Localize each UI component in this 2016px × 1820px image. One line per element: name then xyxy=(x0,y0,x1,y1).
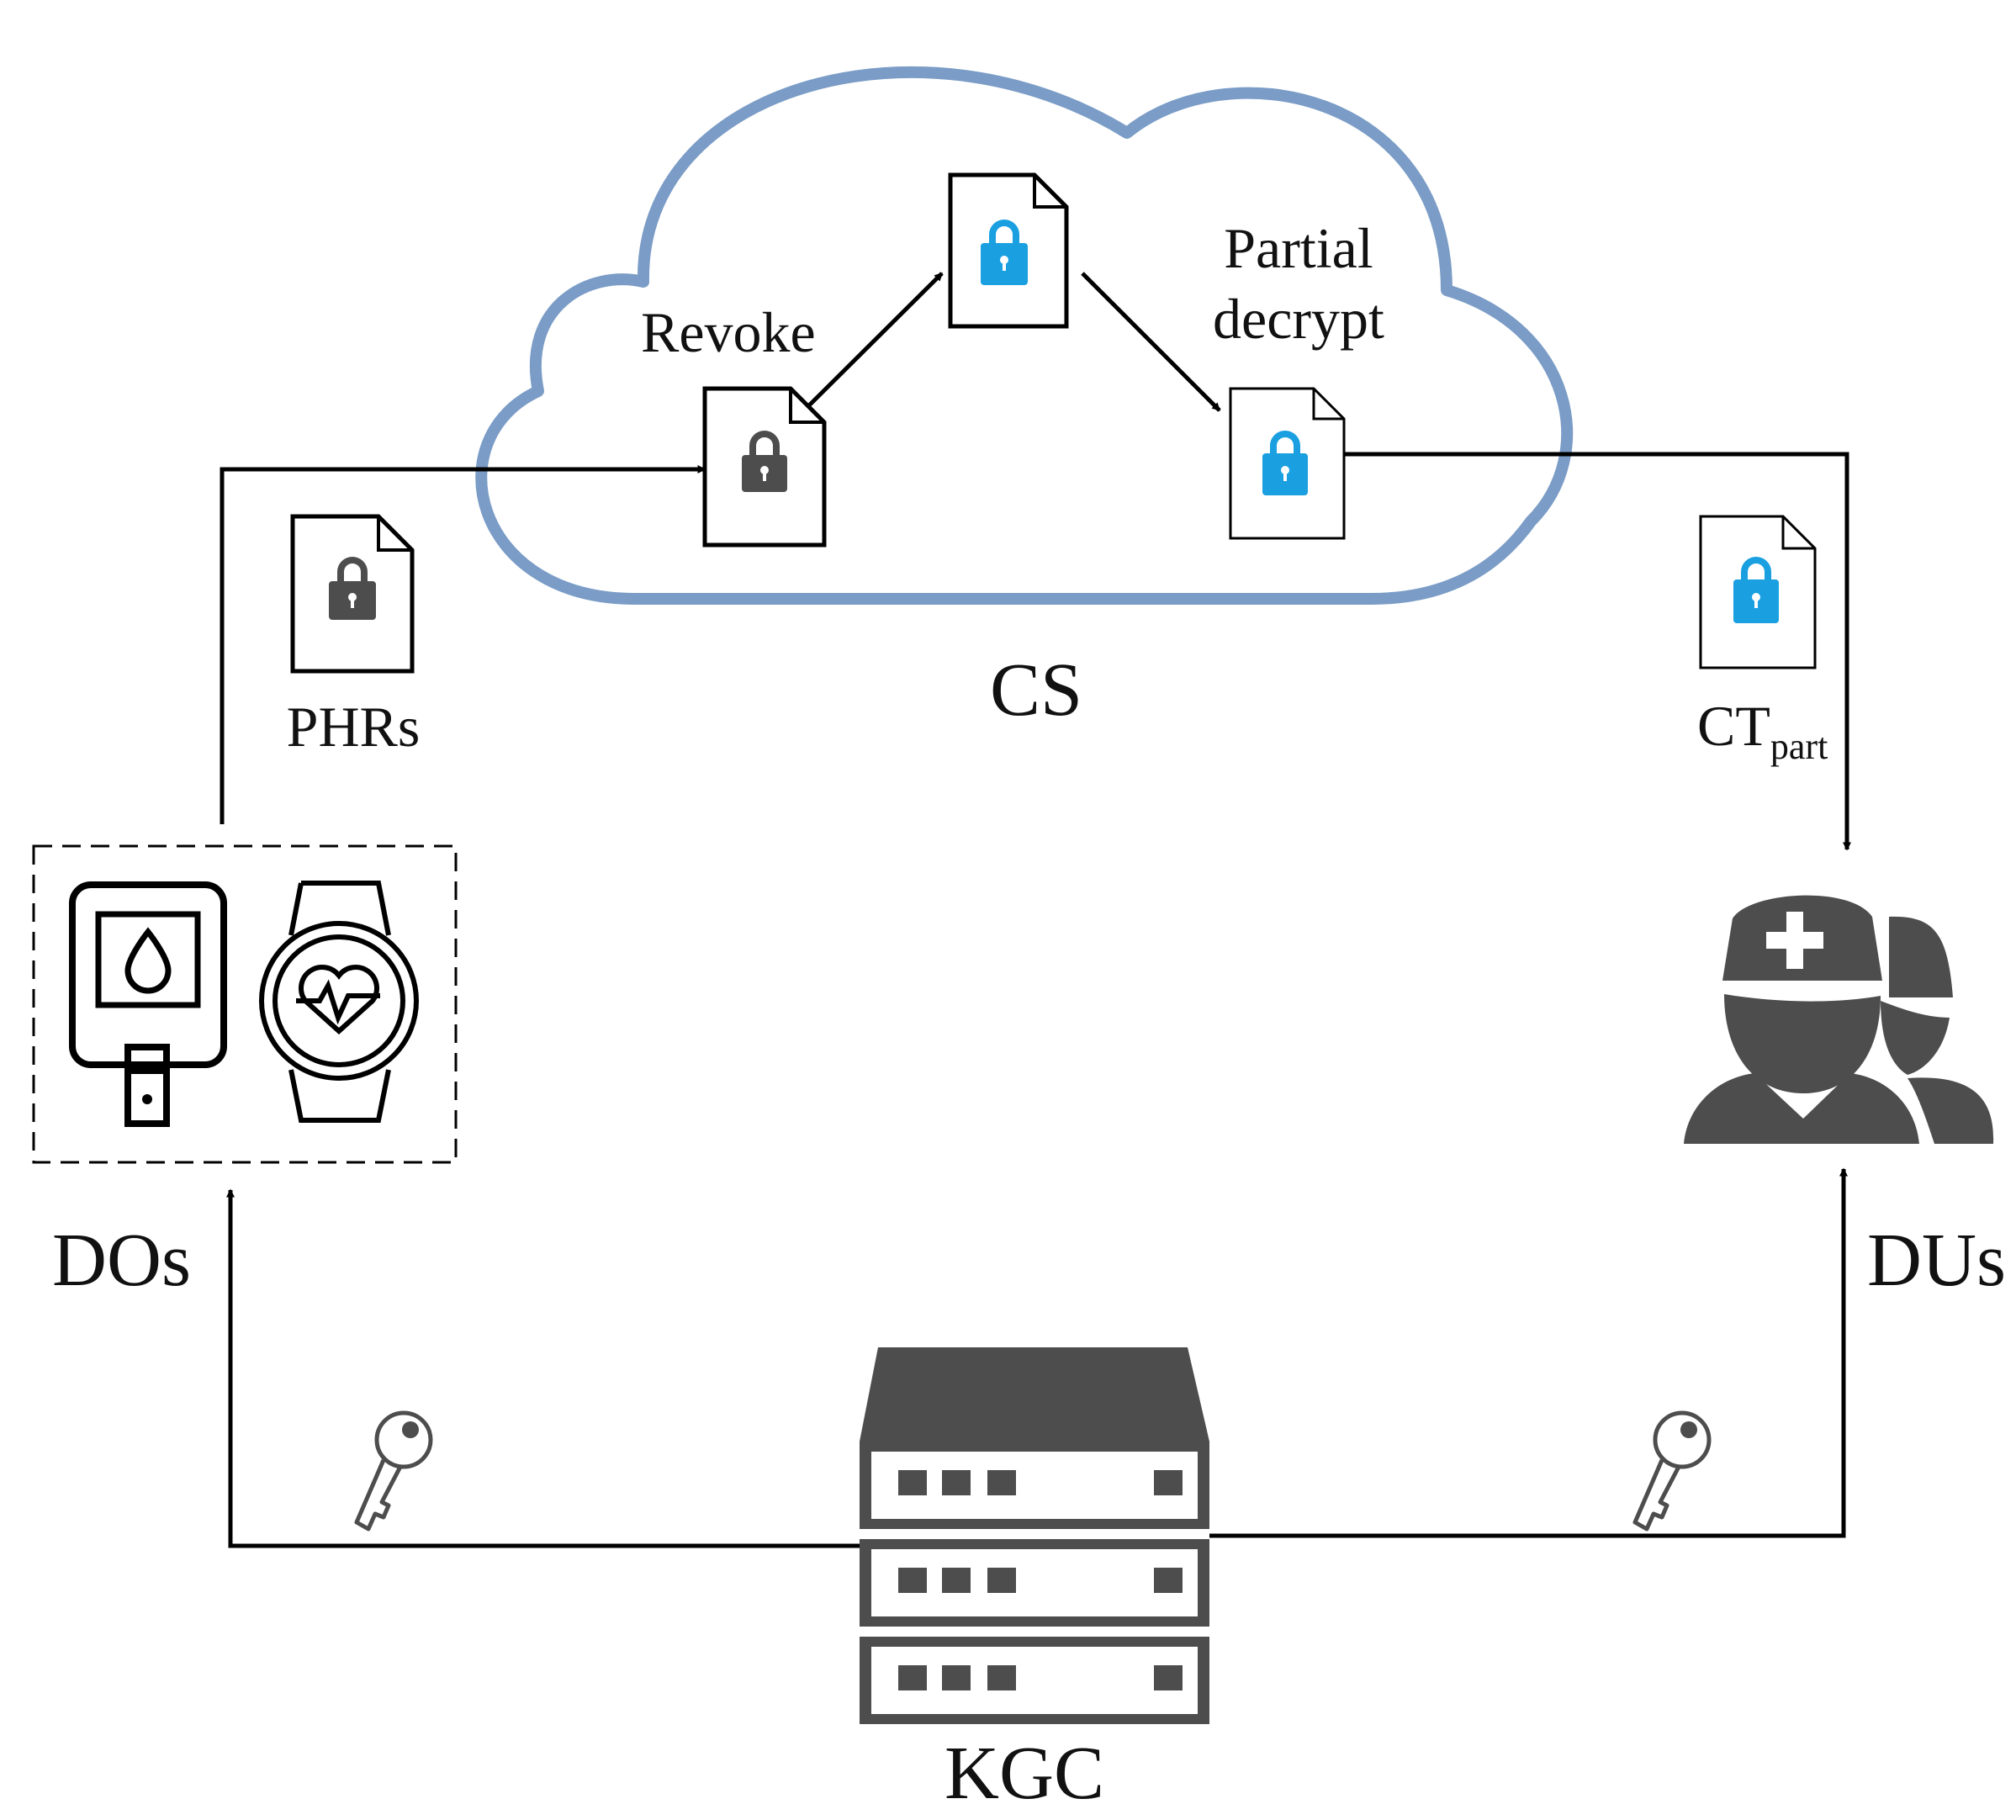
ct-part-label: CTpart xyxy=(1697,694,1828,767)
glucose-meter-icon xyxy=(69,881,227,1127)
dos-device-group xyxy=(32,844,458,1164)
kgc-to-dus-arrow xyxy=(1209,1167,1848,1538)
phrs-label: PHRs xyxy=(287,695,421,759)
revoke-arrow xyxy=(806,272,944,409)
lock-icon xyxy=(1733,557,1779,623)
key-icon xyxy=(354,1410,433,1532)
dos-label: DOs xyxy=(52,1219,191,1302)
lock-icon xyxy=(329,557,376,620)
lock-icon xyxy=(742,431,787,492)
re-encrypted-document-icon xyxy=(948,172,1069,329)
cs-label: CS xyxy=(990,648,1082,732)
kgc-label: KGC xyxy=(945,1732,1104,1815)
partial-decrypt-label-line2: decrypt xyxy=(1213,287,1384,351)
lock-icon xyxy=(1262,431,1308,495)
ct-part-document-icon xyxy=(1699,515,1817,669)
lock-icon xyxy=(981,220,1028,285)
ct-part-main: CT xyxy=(1697,694,1770,758)
phrs-document-icon xyxy=(290,514,415,674)
phr-upload-arrow xyxy=(220,465,706,824)
dus-label: DUs xyxy=(1867,1219,2006,1302)
partially-decrypted-document-icon xyxy=(1229,387,1346,540)
cloud-icon xyxy=(475,66,1573,605)
server-rack-icon xyxy=(860,1347,1209,1724)
key-icon xyxy=(1632,1410,1712,1532)
ct-part-arrow xyxy=(1344,452,1851,851)
encrypted-phr-document-icon xyxy=(702,386,827,548)
heart-rate-smartwatch-icon xyxy=(259,881,419,1123)
partial-decrypt-label-line1: Partial xyxy=(1224,216,1373,280)
kgc-to-dos-arrow xyxy=(226,1188,860,1548)
ct-part-subscript: part xyxy=(1770,726,1828,767)
doctors-group-icon xyxy=(1684,895,1994,1144)
partial-decrypt-arrow xyxy=(1081,272,1221,412)
revoke-label: Revoke xyxy=(641,300,816,364)
